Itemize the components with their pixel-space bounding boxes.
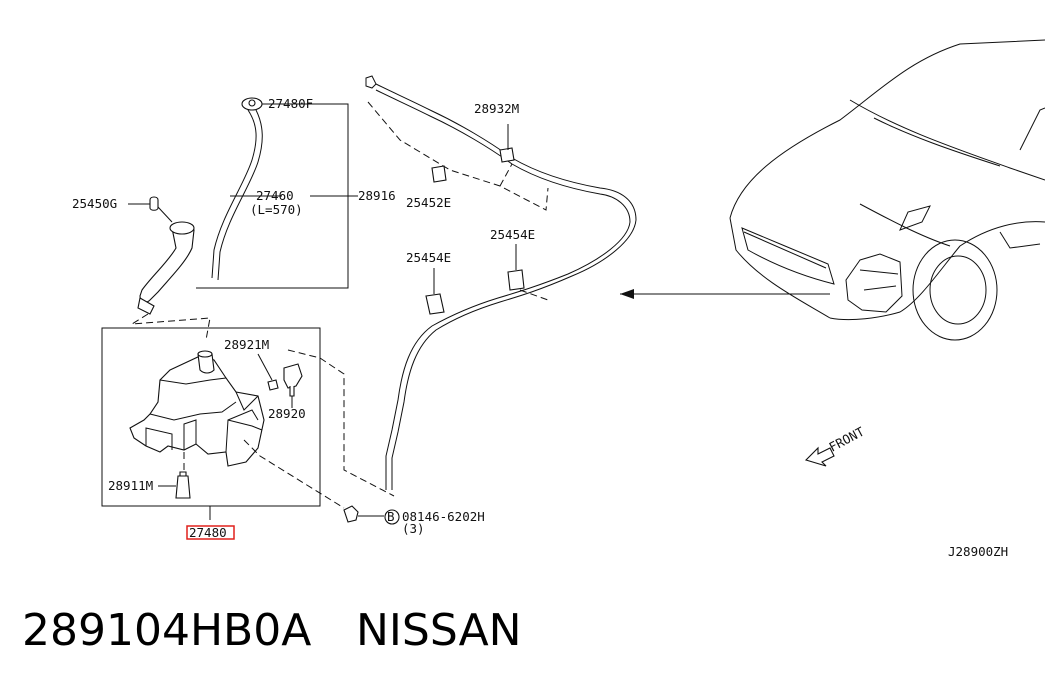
label-08146-6202H: 08146-6202H [402, 509, 485, 524]
label-25454E-right: 25454E [490, 227, 535, 242]
bolt-symbol: B [387, 509, 395, 524]
label-28920: 28920 [268, 406, 306, 421]
label-28911M: 28911M [108, 478, 153, 493]
front-label: FRONT [826, 424, 867, 455]
highlight-box [186, 525, 235, 540]
hose-routing [365, 75, 637, 490]
tank-assembly [101, 327, 400, 540]
label-27480: 27480 [189, 525, 227, 540]
front-arrow [804, 446, 835, 467]
diagram-code: J28900ZH [948, 544, 1008, 559]
label-25452E: 25452E [406, 195, 451, 210]
brand-name: NISSAN [356, 605, 522, 656]
label-28921M: 28921M [224, 337, 269, 352]
part-number: 289104HB0A [22, 605, 311, 656]
label-27460: 27460 [256, 188, 294, 203]
label-bolt-qty: (3) [402, 521, 425, 536]
label-28916: 28916 [358, 188, 396, 203]
label-25450G: 25450G [72, 196, 117, 211]
label-25454E-left: 25454E [406, 250, 451, 265]
label-27460-length: (L=570) [250, 202, 303, 217]
label-28932M: 28932M [474, 101, 519, 116]
car-sketch [620, 39, 1045, 341]
filler-assembly [128, 97, 358, 341]
label-27480F: 27480F [268, 96, 313, 111]
